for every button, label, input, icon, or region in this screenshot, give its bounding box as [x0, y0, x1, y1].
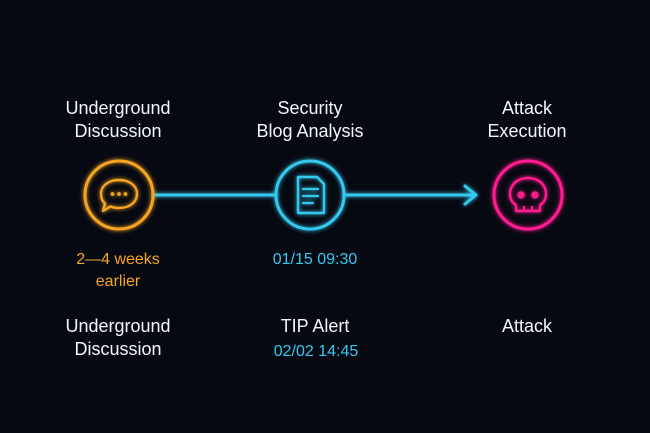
- lower-2-title-line-1: TIP Alert: [280, 316, 350, 336]
- node-2-title: Security Blog Analysis: [256, 97, 363, 143]
- node-3-title-line-2: Execution: [487, 121, 567, 141]
- lower-2-time-line-1: 02/02 14:45: [273, 343, 359, 360]
- lower-1-title: Underground Discussion: [65, 315, 170, 361]
- lower-1-title-line-2: Discussion: [74, 339, 162, 359]
- lower-1-title-line-1: Underground: [65, 316, 171, 336]
- node-1-time-line-1: 2—4 weeks: [76, 251, 160, 268]
- document-icon: [296, 175, 326, 215]
- skull-icon: [508, 176, 548, 213]
- lower-3-title-line-1: Attack: [501, 316, 553, 336]
- node-underground-discussion: [83, 159, 155, 231]
- node-1-title-line-2: Discussion: [74, 121, 162, 141]
- node-2-title-line-2: Blog Analysis: [256, 121, 364, 141]
- chat-bubble-icon: [99, 178, 139, 213]
- node-1-title: Underground Discussion: [65, 97, 170, 143]
- node-1-title-line-1: Underground: [65, 98, 171, 118]
- arrow-head-icon: [463, 184, 478, 206]
- node-1-time: 2—4 weeks earlier: [76, 249, 160, 293]
- node-2-time-line-1: 01/15 09:30: [272, 251, 358, 268]
- node-1-time-line-2: earlier: [95, 273, 141, 290]
- node-security-blog-analysis: [274, 159, 346, 231]
- lower-2-title: TIP Alert: [281, 315, 350, 338]
- node-2-time: 01/15 09:30: [273, 249, 358, 271]
- lower-3-title: Attack: [502, 315, 552, 338]
- connector-group: [151, 184, 478, 206]
- node-attack-execution: [492, 159, 564, 231]
- node-3-title-line-1: Attack: [501, 98, 553, 118]
- node-2-title-line-1: Security: [277, 98, 343, 118]
- lower-2-time: 02/02 14:45: [274, 341, 359, 363]
- node-3-title: Attack Execution: [487, 97, 566, 143]
